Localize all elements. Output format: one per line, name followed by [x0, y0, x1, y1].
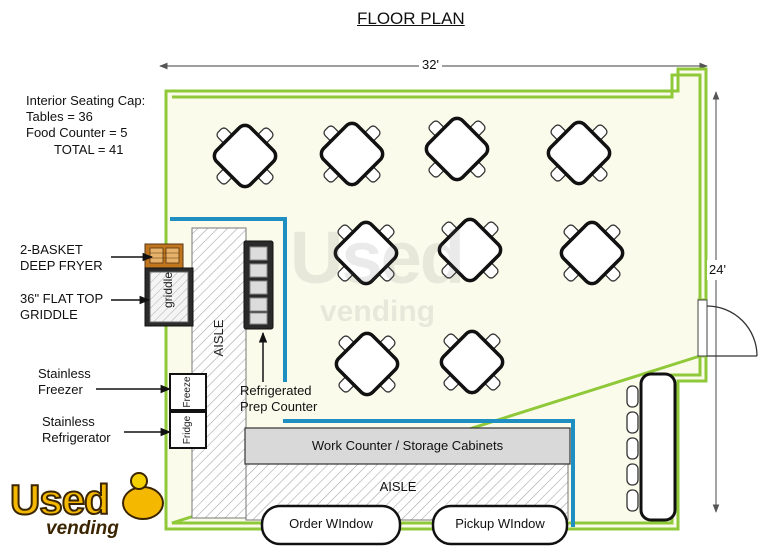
- dining-table-6: [437, 217, 503, 283]
- freezer-label-line2: Freezer: [38, 382, 83, 397]
- work-counter-label: Work Counter / Storage Cabinets: [311, 438, 504, 453]
- order-window-label: Order WIndow: [289, 516, 373, 531]
- order-window: [260, 504, 402, 546]
- fridge-text: Fridge: [182, 415, 193, 445]
- dining-table-3: [424, 116, 490, 182]
- dining-tables: [212, 116, 625, 397]
- table-top: [439, 329, 505, 395]
- freezer-label-line1: Stainless: [38, 366, 91, 381]
- dining-table-9: [439, 329, 505, 395]
- flat-top-griddle: [144, 267, 194, 327]
- griddle-label-line2: GRIDDLE: [20, 307, 78, 322]
- entry-door: [697, 299, 758, 357]
- prep-counter-edge: [170, 217, 287, 382]
- seating-heading: Interior Seating Cap:: [26, 93, 146, 108]
- fridge-label-line2: Refrigerator: [42, 430, 111, 445]
- dining-table-8: [334, 331, 400, 397]
- logo-text-bottom: vending: [46, 518, 119, 539]
- table-top: [437, 217, 503, 283]
- prep-label-line1: Refrigerated: [240, 383, 312, 398]
- horizontal-aisle-label: AISLE: [379, 479, 417, 494]
- dining-table-2: [319, 121, 385, 187]
- table-top: [334, 331, 400, 397]
- seating-food-counter: Food Counter = 5: [26, 125, 128, 140]
- fridge-label-line1: Stainless: [42, 414, 95, 429]
- logo-text-top: Used: [9, 476, 111, 523]
- griddle-label-line1: 36" FLAT TOP: [20, 291, 104, 306]
- vertical-aisle: [191, 227, 247, 519]
- table-top: [546, 120, 612, 186]
- height-dimension-label: 24': [707, 260, 728, 280]
- seating-tables: Tables = 36: [26, 109, 93, 124]
- pickup-window: [431, 504, 569, 546]
- prep-label-line2: Prep Counter: [240, 399, 318, 414]
- fryer-label-line1: 2-BASKET: [20, 242, 83, 257]
- seating-total: TOTAL = 41: [54, 142, 124, 157]
- food-counter: [626, 372, 677, 522]
- fryer-label-line2: DEEP FRYER: [20, 258, 103, 273]
- dining-table-7: [559, 220, 625, 286]
- coin-icon: [130, 472, 148, 490]
- work-counter: [244, 427, 571, 465]
- page-title: FLOOR PLAN: [357, 9, 465, 28]
- dining-table-4: [546, 120, 612, 186]
- piggy-icon: [122, 486, 164, 520]
- table-top: [333, 220, 399, 286]
- width-dimension-label: 32': [419, 57, 442, 73]
- used-vending-logo: Used vending: [6, 472, 166, 548]
- vertical-aisle-label: AISLE: [211, 319, 226, 357]
- prep-counter-unit: [243, 240, 274, 330]
- table-top: [424, 116, 490, 182]
- table-top: [212, 123, 278, 189]
- table-top: [559, 220, 625, 286]
- griddle-text: griddle: [161, 271, 175, 309]
- table-top: [319, 121, 385, 187]
- dining-table-1: [212, 123, 278, 189]
- freezer: [169, 373, 207, 411]
- fridge: [169, 411, 207, 449]
- pickup-window-label: Pickup WIndow: [455, 516, 545, 531]
- work-counter-edge: [283, 419, 575, 527]
- dining-table-5: [333, 220, 399, 286]
